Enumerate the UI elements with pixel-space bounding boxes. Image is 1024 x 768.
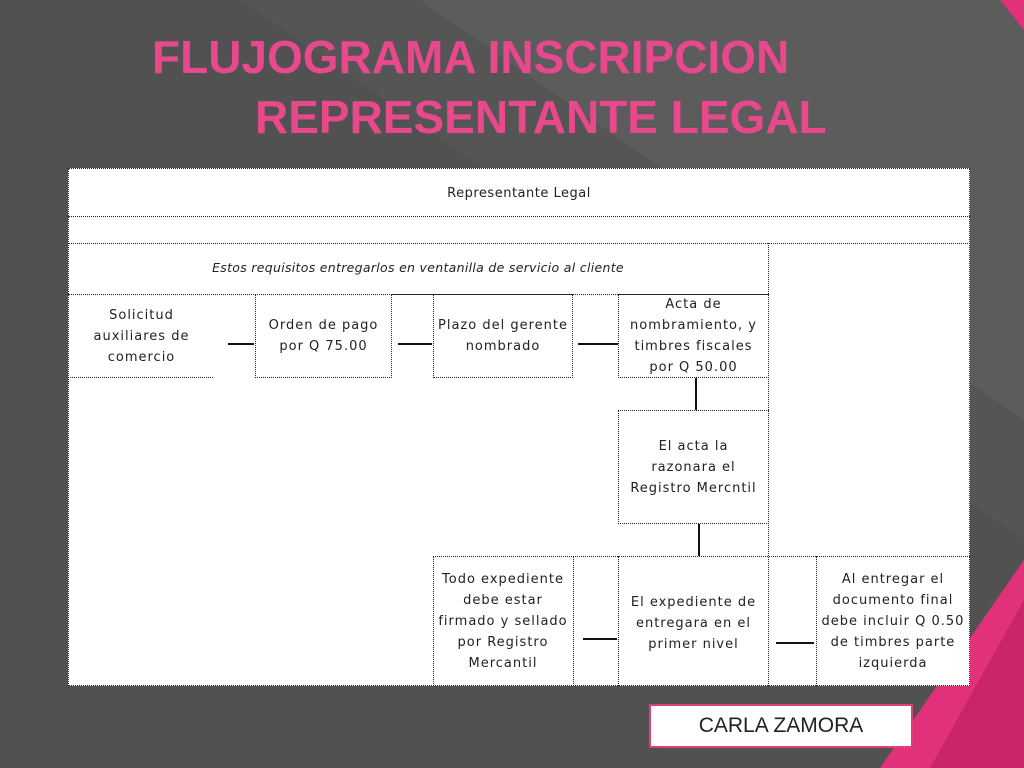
box-acta-nombramiento-text: Acta de nombramiento, y timbres fiscales… <box>630 297 757 375</box>
author-name-box: CARLA ZAMORA <box>649 704 913 748</box>
box-orden-pago <box>255 294 392 378</box>
divider <box>68 243 970 244</box>
title-line-1: FLUJOGRAMA INSCRIPCION <box>152 31 790 83</box>
connector <box>698 524 700 556</box>
box-acta-razonara-text: El acta la razonara el Registro Mercntil <box>630 438 757 496</box>
connector <box>398 343 432 345</box>
connector <box>583 638 617 640</box>
connector <box>228 343 254 345</box>
divider <box>573 294 618 295</box>
box-plazo-gerente-text: Plazo del gerente nombrado <box>438 318 568 354</box>
box-al-entregar-text: Al entregar el documento final debe incl… <box>821 571 965 671</box>
connector <box>695 378 697 410</box>
box-acta-nombramiento <box>618 294 769 378</box>
divider <box>68 216 970 217</box>
author-name: CARLA ZAMORA <box>698 714 864 737</box>
connector <box>776 642 814 644</box>
divider <box>573 556 574 686</box>
flowchart: Representante Legal Estos requisitos ent… <box>68 168 970 686</box>
divider <box>816 556 817 686</box>
box-acta-razonara <box>618 410 769 524</box>
box-orden-pago-text: Orden de pago por Q 75.00 <box>268 318 379 354</box>
box-plazo-gerente <box>433 294 573 378</box>
flowchart-frame <box>68 168 970 686</box>
divider <box>392 294 433 295</box>
title-line-2: REPRESENTANTE LEGAL <box>255 91 827 143</box>
divider <box>433 556 970 557</box>
divider <box>433 556 434 686</box>
divider <box>618 556 619 686</box>
flowchart-header: Representante Legal <box>447 185 591 201</box>
box-solicitud-text: Solicitud auxiliares de comercio <box>93 307 190 365</box>
box-solicitud <box>68 294 213 378</box>
note-text: Estos requisitos entregarlos en ventanil… <box>212 259 624 275</box>
connector <box>578 343 618 345</box>
box-expediente-entregara-text: El expediente de entregara en el primer … <box>630 594 757 652</box>
box-todo-expediente-text: Todo expediente debe estar firmado y sel… <box>438 571 568 671</box>
